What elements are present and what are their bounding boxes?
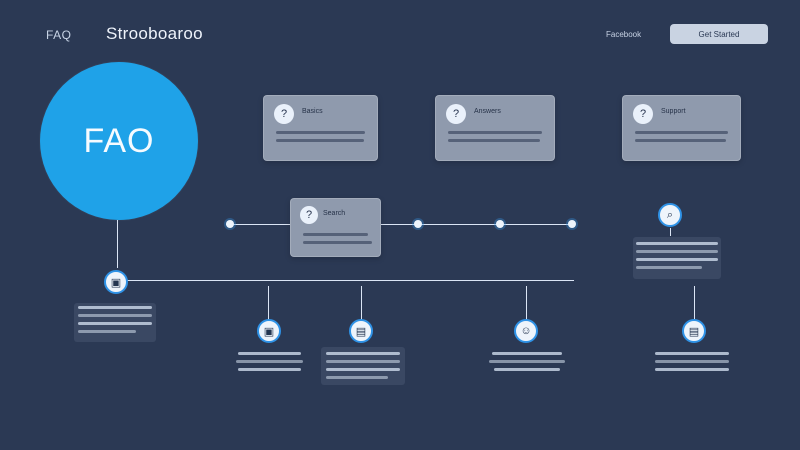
brand-title[interactable]: Strooboaroo [106,24,203,43]
text-line [655,368,729,371]
text-line [636,258,718,261]
question-icon: ? [446,104,466,124]
card-text-line [448,139,541,142]
header-button[interactable]: Get Started [670,24,768,44]
text-line [489,360,565,363]
stem-line [268,286,269,326]
main-timeline-line [116,280,574,281]
faq-card-3[interactable]: ? Support [622,95,741,161]
top-timeline-line [226,224,572,225]
faq-card-1[interactable]: ? Basics [263,95,378,161]
text-line [326,376,388,379]
timeline-dot [414,220,422,228]
text-line [326,368,400,371]
faq-circle-label: FAO [83,121,155,160]
text-line [78,322,152,325]
text-line [78,330,136,333]
card-text-line [303,241,373,244]
text-line [655,352,729,355]
text-line [238,352,301,355]
nav-link[interactable]: Facebook [606,30,642,39]
faq-card-2[interactable]: ? Answers [435,95,555,161]
text-line [492,352,562,355]
text-line [326,360,400,363]
text-line [636,250,718,253]
timeline-dot [496,220,504,228]
hero-connector-line [117,220,118,268]
text-line [78,306,152,309]
card-text-line [635,139,727,142]
faq-card-title: Support [661,108,686,115]
text-line [636,242,718,245]
question-icon: ? [300,206,318,224]
timeline-dot [568,220,576,228]
card-text-line [635,131,728,134]
document-icon[interactable]: ▤ [682,319,706,343]
brand-small: FAQ [46,28,72,42]
person-icon[interactable]: ☺ [514,319,538,343]
text-line [326,352,400,355]
clipboard-icon[interactable]: ▣ [257,319,281,343]
search-icon[interactable]: ⌕ [658,203,682,227]
faq-card-title: Answers [474,108,501,115]
clipboard-icon[interactable]: ▣ [104,270,128,294]
question-icon: ? [274,104,294,124]
faq-card-4[interactable]: ? Search [290,198,381,257]
text-line [236,360,303,363]
document-icon[interactable]: ▤ [349,319,373,343]
stem-line [361,286,362,320]
stem-line [526,286,527,322]
text-line [238,368,301,371]
stem-line [670,228,671,236]
question-icon: ? [633,104,653,124]
text-line [78,314,152,317]
text-line [636,266,702,269]
faq-card-title: Basics [302,108,323,115]
card-text-line [276,139,365,142]
card-text-line [303,233,368,236]
timeline-dot [226,220,234,228]
faq-hero-circle: FAO [40,62,198,220]
card-text-line [276,131,365,134]
card-text-line [448,131,542,134]
faq-card-title: Search [323,210,346,217]
stem-line [694,286,695,319]
text-line [655,360,729,363]
text-line [494,368,560,371]
